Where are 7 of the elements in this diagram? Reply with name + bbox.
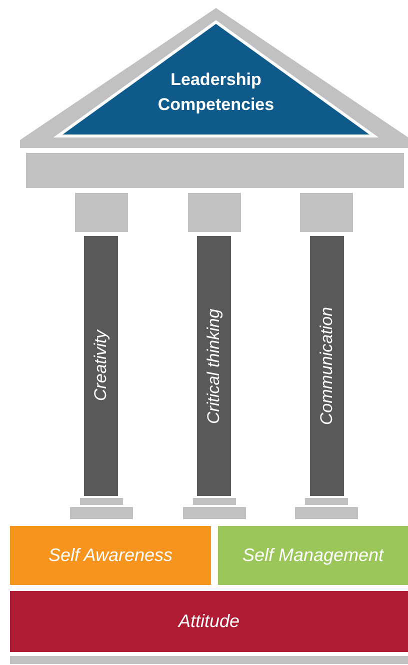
roof-title: Leadership Competencies [156, 69, 276, 116]
pillar-shaft: Communication [310, 236, 344, 496]
foundation-block: Attitude [10, 591, 408, 652]
foundation-block: Self Management [218, 526, 408, 585]
pillar-shaft: Creativity [84, 236, 118, 496]
pillar-shaft: Critical thinking [197, 236, 231, 496]
foundation-block: Self Awareness [10, 526, 211, 585]
